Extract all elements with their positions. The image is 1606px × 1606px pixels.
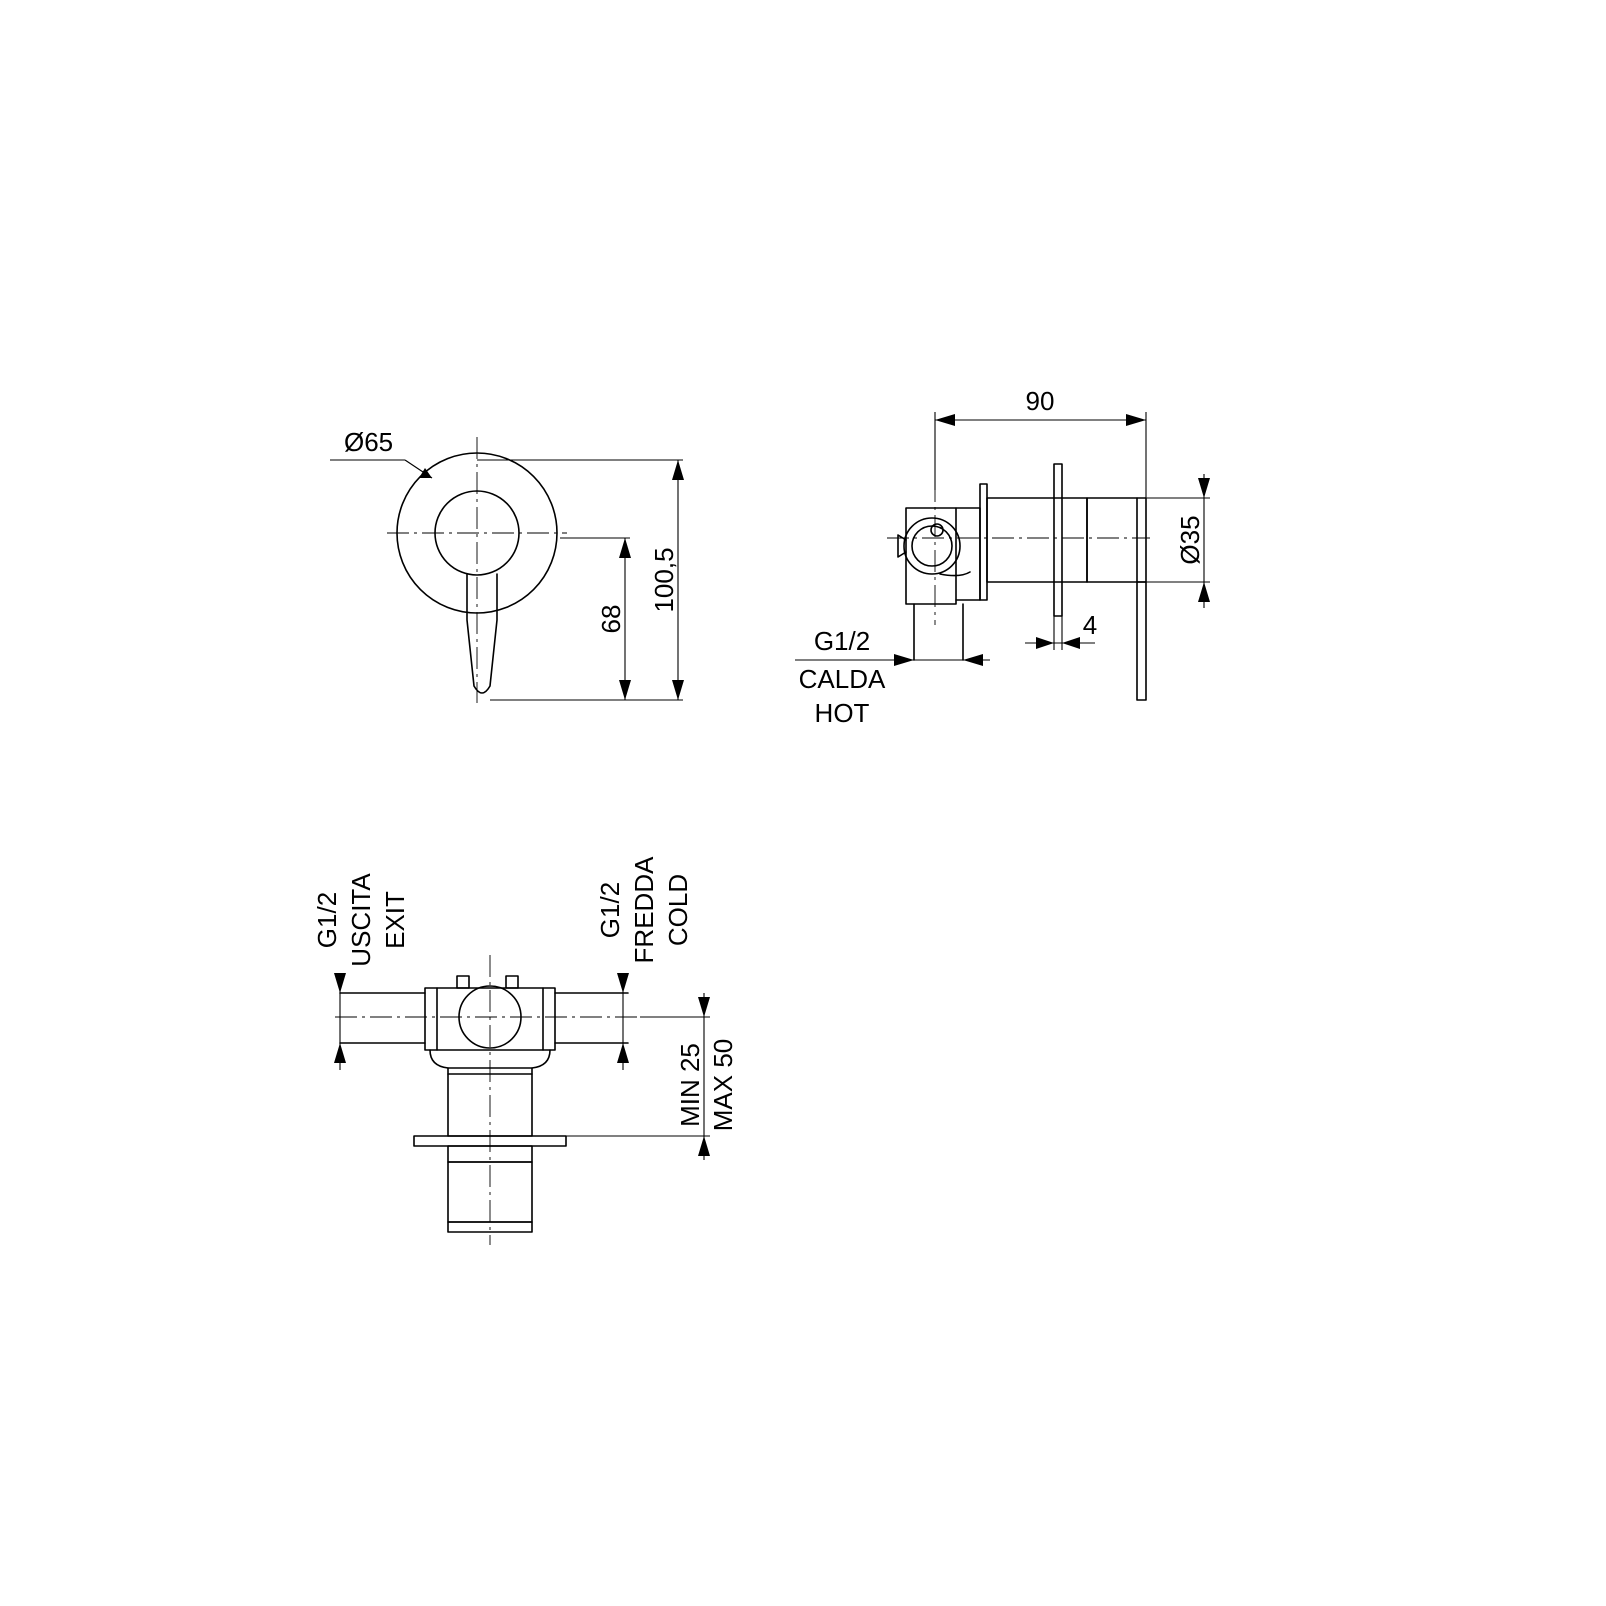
cartridge-top (458, 985, 522, 1049)
handle-cap (1086, 497, 1138, 583)
label-outlet-it: USCITA (346, 873, 376, 967)
label-cold-thread: G1/2 (595, 882, 625, 938)
label-hot-en: HOT (815, 698, 870, 728)
cartridge-body (986, 497, 1088, 583)
lever-handle (466, 573, 498, 694)
label-min-depth: MIN 25 (675, 1043, 705, 1127)
label-cold-it: FREDDA (629, 856, 659, 964)
hot-inlet-port (903, 517, 961, 575)
dim-plate-thickness: 4 (1083, 610, 1097, 640)
front-view: Ø65 100,5 68 (330, 427, 684, 703)
label-max-depth: MAX 50 (708, 1039, 738, 1132)
side-view: 90 Ø35 4 G1/2 CALDA HOT (795, 386, 1210, 728)
dim-front-diameter: Ø65 (344, 427, 393, 457)
label-outlet-thread: G1/2 (312, 892, 342, 948)
label-outlet-en: EXIT (380, 891, 410, 949)
dim-lever-height: 68 (596, 605, 626, 634)
dim-cap-diameter: Ø35 (1175, 515, 1205, 564)
wall-plate (1053, 463, 1063, 617)
label-hot-thread: G1/2 (814, 626, 870, 656)
top-view: G1/2 USCITA EXIT G1/2 FREDDA COLD MIN 25… (312, 856, 738, 1245)
dim-depth: 90 (1026, 386, 1055, 416)
label-hot-it: CALDA (799, 664, 886, 694)
label-cold-en: COLD (663, 874, 693, 946)
escutcheon-plate (396, 452, 558, 614)
lever-hub (434, 490, 520, 576)
dim-total-height: 100,5 (649, 547, 679, 612)
lever-side (1136, 581, 1147, 701)
